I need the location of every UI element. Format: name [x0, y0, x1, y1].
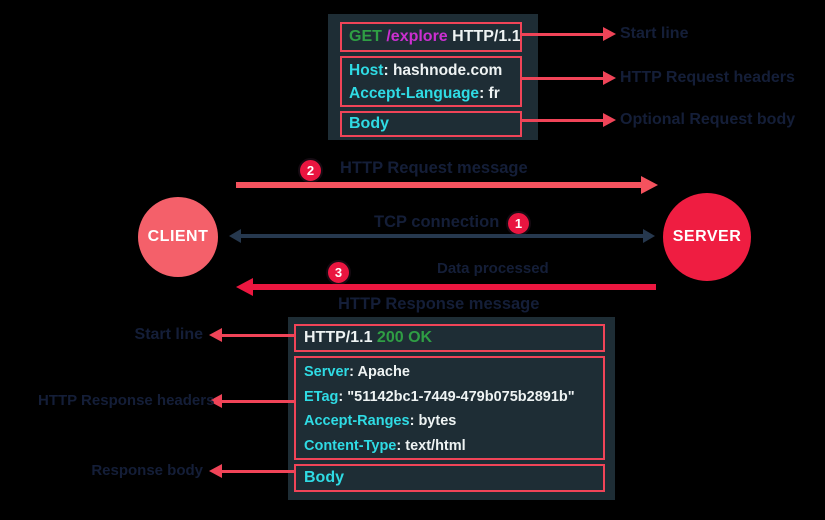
response-arrow-caption: Data processed: [437, 260, 549, 277]
arrowhead-right-icon: [603, 71, 616, 85]
tcp-arrowhead-left-icon: [229, 229, 241, 243]
step-badge-2: 2: [298, 158, 323, 183]
arrowhead-left-icon: [209, 328, 222, 342]
arrowhead-right-icon: [603, 27, 616, 41]
connector-line: [521, 77, 603, 80]
server-label: SERVER: [672, 228, 742, 245]
connector-line: [222, 334, 294, 337]
request-header-accept-language: Accept-Language: fr: [349, 85, 500, 102]
arrowhead-left-icon: [209, 394, 222, 408]
response-status: 200 OK: [376, 329, 433, 346]
request-arrow-label: HTTP Request message: [340, 159, 528, 177]
annotation-request-body: Optional Request body: [620, 111, 796, 128]
connector-line: [521, 119, 603, 122]
request-body-section: Body: [340, 111, 522, 137]
response-arrow: [252, 284, 656, 290]
arrowhead-right-icon: [603, 113, 616, 127]
step-badge-3: 3: [326, 260, 351, 285]
arrowhead-left-icon: [209, 464, 222, 478]
request-arrowhead-icon: [641, 176, 658, 194]
annotation-response-body: Response body: [91, 462, 203, 479]
annotation-response-headers: HTTP Response headers: [38, 392, 215, 409]
response-body-label: Body: [304, 469, 344, 486]
request-method: GET: [349, 28, 382, 45]
response-header-content-type: Content-Type: text/html: [304, 437, 466, 454]
step-badge-1: 1: [506, 211, 531, 236]
connector-line: [222, 470, 294, 473]
tcp-arrowhead-right-icon: [643, 229, 655, 243]
server-node: SERVER: [663, 193, 751, 281]
response-http-version: HTTP/1.1: [304, 329, 373, 346]
response-headers-section: Server: Apache ETag: "51142bc1-7449-479b…: [294, 356, 605, 460]
request-message-box: GET /explore HTTP/1.1 Host: hashnode.com…: [328, 14, 538, 140]
request-start-line-section: GET /explore HTTP/1.1: [340, 22, 522, 52]
connector-line: [222, 400, 294, 403]
response-header-server: Server: Apache: [304, 364, 410, 380]
request-headers-section: Host: hashnode.com Accept-Language: fr: [340, 56, 522, 107]
annotation-request-headers: HTTP Request headers: [620, 69, 795, 86]
tcp-arrow-label: TCP connection: [374, 213, 500, 231]
response-body-section: Body: [294, 464, 605, 492]
response-arrowhead-icon: [236, 278, 253, 296]
request-arrow: [236, 182, 643, 188]
response-message-box: HTTP/1.1 200 OK Server: Apache ETag: "51…: [288, 317, 615, 500]
request-path: /explore: [386, 28, 448, 45]
client-label: CLIENT: [147, 228, 209, 245]
connector-line: [521, 33, 603, 36]
response-arrow-label: HTTP Response message: [338, 295, 540, 313]
response-header-etag: ETag: "51142bc1-7449-479b075b2891b": [304, 388, 575, 405]
response-start-line-section: HTTP/1.1 200 OK: [294, 324, 605, 352]
annotation-request-start-line: Start line: [620, 25, 689, 42]
request-header-host: Host: hashnode.com: [349, 62, 503, 79]
response-header-accept-ranges: Accept-Ranges: bytes: [304, 413, 457, 429]
request-http-version: HTTP/1.1: [452, 28, 521, 45]
annotation-response-start-line: Start line: [134, 326, 203, 343]
tcp-connection-arrow: [240, 234, 644, 238]
request-body-label: Body: [349, 115, 389, 132]
client-node: CLIENT: [138, 197, 218, 277]
